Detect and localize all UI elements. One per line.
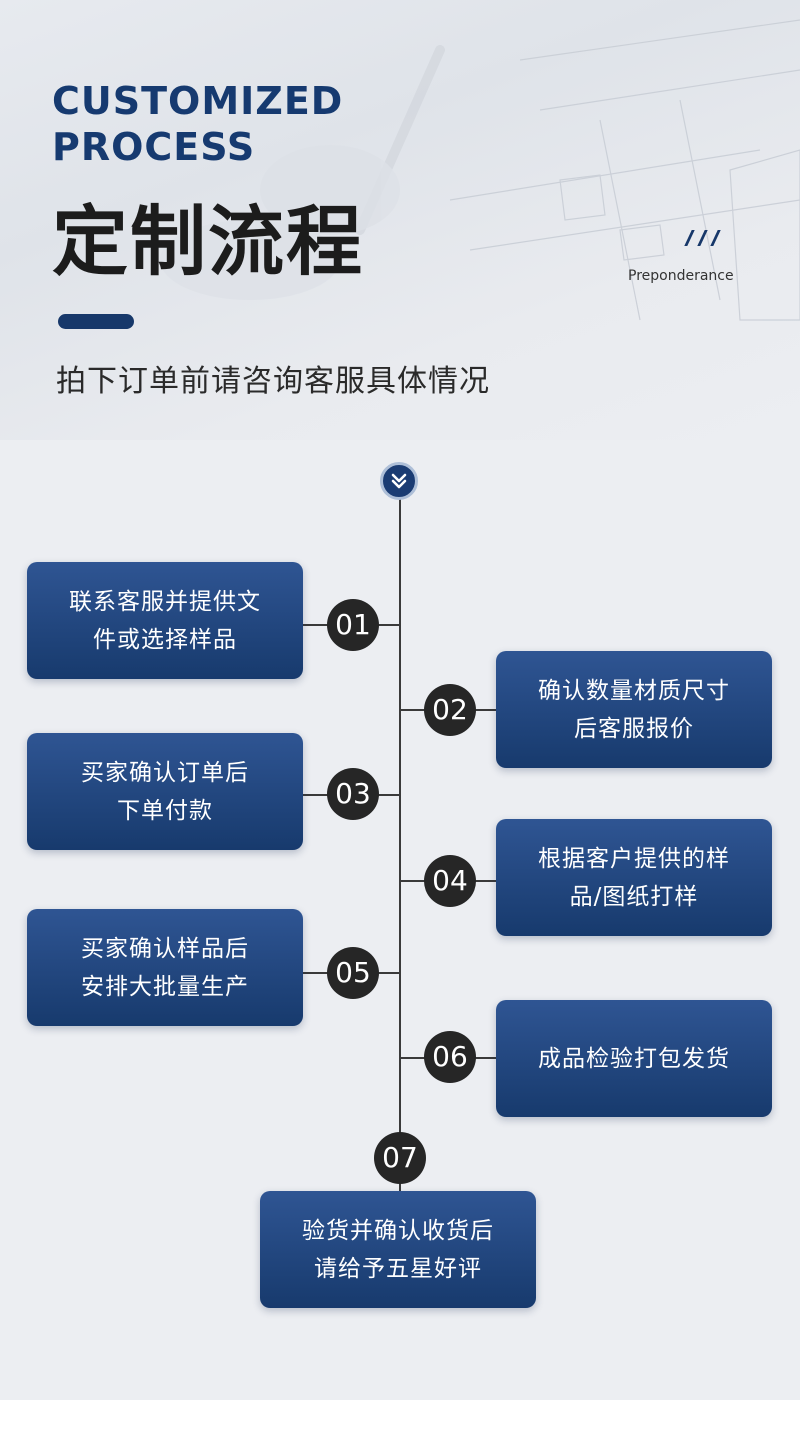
background-sketch [160, 19, 800, 321]
step-number-06: 06 [424, 1031, 476, 1083]
step-number-07: 07 [374, 1132, 426, 1184]
step-text: 买家确认样品后 [81, 935, 249, 962]
step-number-05: 05 [327, 947, 379, 999]
step-text: 买家确认订单后 [81, 759, 249, 786]
step-text: 请给予五星好评 [314, 1255, 482, 1282]
double-chevron-down-icon [380, 462, 418, 500]
accent-bar [58, 314, 134, 329]
step-card-02: 确认数量材质尺寸 后客服报价 [496, 651, 772, 768]
step-number-03: 03 [327, 768, 379, 820]
timeline-axis [399, 498, 401, 1192]
english-title-line-2: PROCESS [52, 125, 256, 169]
subtitle: 拍下订单前请咨询客服具体情况 [56, 364, 490, 399]
step-text: 后客服报价 [574, 715, 694, 742]
step-text: 验货并确认收货后 [302, 1217, 494, 1244]
step-text: 联系客服并提供文 [69, 588, 261, 615]
footer-strip [0, 1400, 800, 1442]
english-title: CUSTOMIZED PROCESS [52, 78, 343, 170]
step-card-05: 买家确认样品后 安排大批量生产 [27, 909, 303, 1026]
step-number-01: 01 [327, 599, 379, 651]
step-card-07: 验货并确认收货后 请给予五星好评 [260, 1191, 536, 1308]
chinese-title: 定制流程 [52, 197, 364, 286]
step-text: 件或选择样品 [93, 626, 237, 653]
english-title-line-1: CUSTOMIZED [52, 79, 344, 123]
step-card-01: 联系客服并提供文 件或选择样品 [27, 562, 303, 679]
step-number-02: 02 [424, 684, 476, 736]
step-text: 成品检验打包发货 [538, 1045, 730, 1072]
preponderance-label: Preponderance [628, 268, 734, 284]
step-text: 确认数量材质尺寸 [538, 677, 730, 704]
step-text: 下单付款 [117, 797, 213, 824]
step-text: 安排大批量生产 [81, 973, 249, 1000]
step-text: 根据客户提供的样 [538, 845, 730, 872]
step-card-04: 根据客户提供的样 品/图纸打样 [496, 819, 772, 936]
step-card-03: 买家确认订单后 下单付款 [27, 733, 303, 850]
header-banner: CUSTOMIZED PROCESS 定制流程 Preponderance 拍下… [0, 0, 800, 440]
step-text: 品/图纸打样 [569, 883, 699, 910]
step-number-04: 04 [424, 855, 476, 907]
step-card-06: 成品检验打包发货 [496, 1000, 772, 1117]
